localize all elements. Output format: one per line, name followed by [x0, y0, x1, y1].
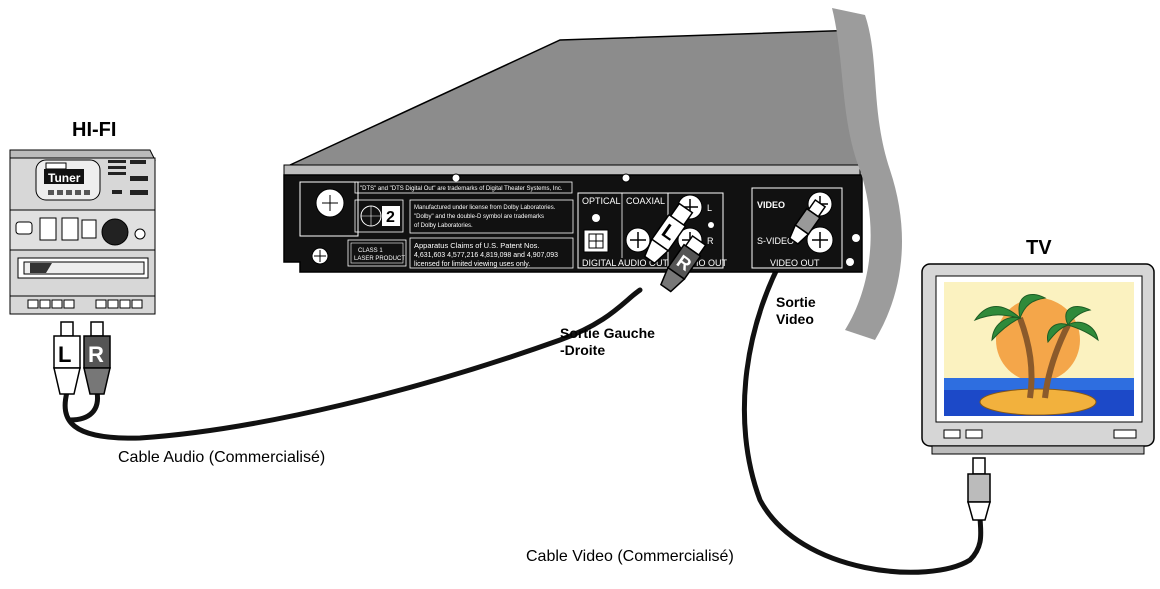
plug-l-letter-hifi: L — [58, 342, 71, 367]
dolby-line-2: "Dolby" and the double-D symbol are trad… — [414, 214, 544, 220]
class-label-1: CLASS 1 — [358, 248, 383, 254]
dts-trademark-note: "DTS" and "DTS Digital Out" are trademar… — [360, 186, 563, 192]
sortie-gauche-label-1: Sortie Gauche — [560, 325, 655, 341]
optical-label: OPTICAL — [582, 196, 621, 206]
audio-plug-r-hifi: R — [83, 321, 111, 395]
cutaway-wave — [832, 8, 902, 340]
sortie-gauche-label-2: -Droite — [560, 342, 605, 358]
dolby-line-1: Manufactured under license from Dolby La… — [414, 205, 556, 211]
video-plug-player — [788, 198, 827, 245]
dolby-line-3: of Dolby Laboratories. — [414, 223, 473, 229]
tv-title: TV — [1026, 237, 1052, 259]
jack-r-label: R — [707, 236, 714, 246]
audio-plug-r-player: R — [659, 234, 707, 293]
video-out-label: VIDEO OUT — [770, 258, 820, 268]
hifi-title: HI-FI — [72, 119, 116, 141]
cable-audio-label: Cable Audio (Commercialisé) — [118, 449, 325, 466]
hifi-stack: Tuner — [9, 149, 156, 315]
dvd-player: "DTS" and "DTS Digital Out" are trademar… — [283, 29, 863, 273]
class-label-2: LASER PRODUCT — [354, 256, 405, 262]
patent-line-1: Apparatus Claims of U.S. Patent Nos. — [414, 241, 539, 250]
sortie-video-label-1: Sortie — [776, 294, 816, 310]
patent-line-3: licensed for limited viewing uses only. — [414, 261, 530, 268]
video-plug-tv — [967, 457, 991, 521]
jack-l-label: L — [707, 203, 712, 213]
patent-line-2: 4,631,603 4,577,216 4,819,098 and 4,907,… — [414, 252, 558, 259]
plug-r-letter-hifi: R — [88, 342, 104, 367]
audio-out-label: AUDIO OUT — [677, 258, 728, 268]
digital-audio-out-label: DIGITAL AUDIO OUT — [582, 258, 669, 268]
cable-video-label: Cable Video (Commercialisé) — [526, 548, 734, 565]
s-video-label: S-VIDEO — [757, 236, 794, 246]
sortie-video-label-2: Video — [776, 311, 814, 327]
coaxial-label: COAXIAL — [626, 196, 665, 206]
tuner-label: Tuner — [48, 171, 81, 185]
audio-cable — [62, 287, 643, 441]
video-cable — [741, 242, 984, 575]
video-label: VIDEO — [757, 200, 785, 210]
region-code: 2 — [386, 209, 395, 226]
audio-plug-l-player: L — [643, 202, 694, 265]
tv-set — [921, 263, 1155, 455]
audio-cable-r — [67, 389, 101, 423]
audio-plug-l-hifi: L — [53, 321, 81, 395]
